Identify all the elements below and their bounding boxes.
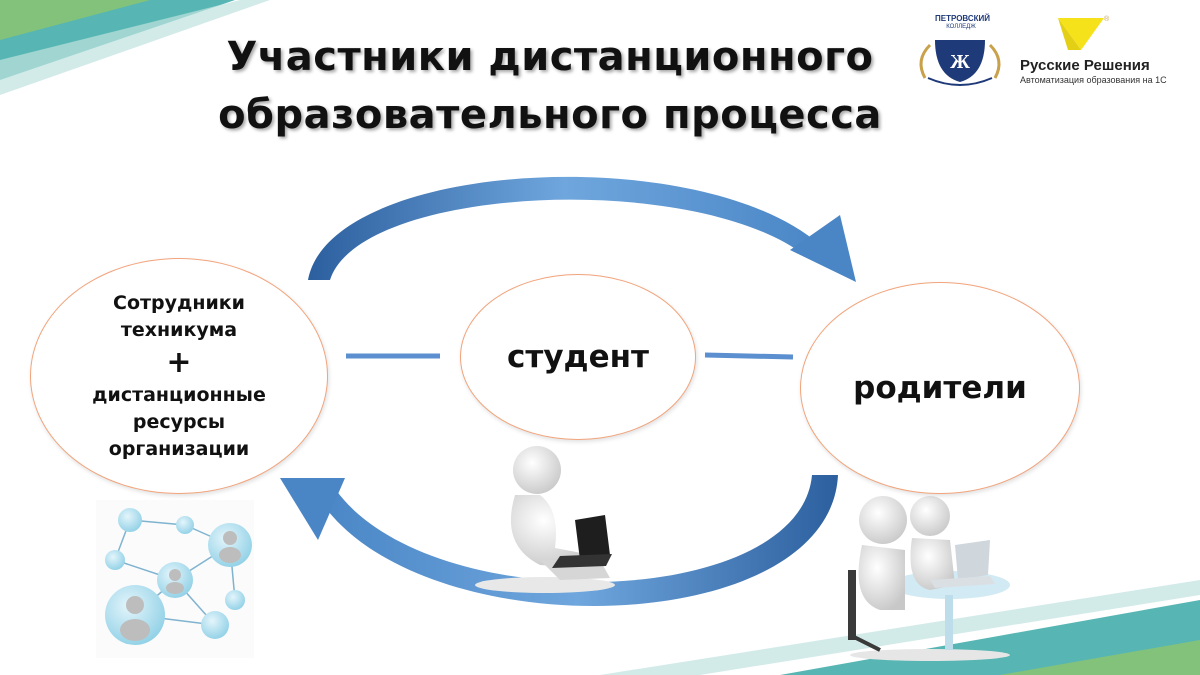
arrow-bottom xyxy=(280,475,838,606)
svg-text:Ж: Ж xyxy=(950,51,970,73)
arrow-top xyxy=(308,176,856,282)
slide-title: Участники дистанционного образовательног… xyxy=(150,28,950,144)
parents-desk-icon xyxy=(848,496,1010,661)
circle-staff: Сотрудники техникума + дистанционные рес… xyxy=(30,258,328,494)
student-label: студент xyxy=(507,339,649,375)
connector-right xyxy=(704,352,794,360)
staff-line-3: дистанционные xyxy=(92,383,266,406)
staff-line-4: ресурсы xyxy=(132,410,226,433)
staff-line-2: техникума xyxy=(120,318,238,341)
student-laptop-icon xyxy=(475,446,615,593)
petrovsky-logo-top-text: ПЕТРОВСКИЙ xyxy=(935,14,991,23)
slide-title-line-1: Участники дистанционного xyxy=(226,34,874,80)
russian-solutions-logo-mark xyxy=(1058,18,1104,50)
russian-solutions-name: Русские Решения xyxy=(1020,57,1150,74)
petrovsky-logo: Ж xyxy=(919,40,1001,86)
network-people-icon xyxy=(96,500,254,658)
russian-solutions-tagline: Автоматизация образования на 1С xyxy=(1020,75,1167,85)
registered-mark: ® xyxy=(1104,16,1110,23)
plus-sign: + xyxy=(166,344,192,380)
staff-line-5: организации xyxy=(108,437,250,460)
circle-parents: родители xyxy=(800,282,1080,494)
slide-title-line-2: образовательного процесса xyxy=(218,92,882,138)
decor-top-left xyxy=(0,0,270,95)
circle-student: студент xyxy=(460,274,696,440)
staff-line-1: Сотрудники xyxy=(113,291,245,314)
parents-label: родители xyxy=(853,370,1027,406)
petrovsky-logo-sub-text: КОЛЛЕДЖ xyxy=(946,24,976,30)
